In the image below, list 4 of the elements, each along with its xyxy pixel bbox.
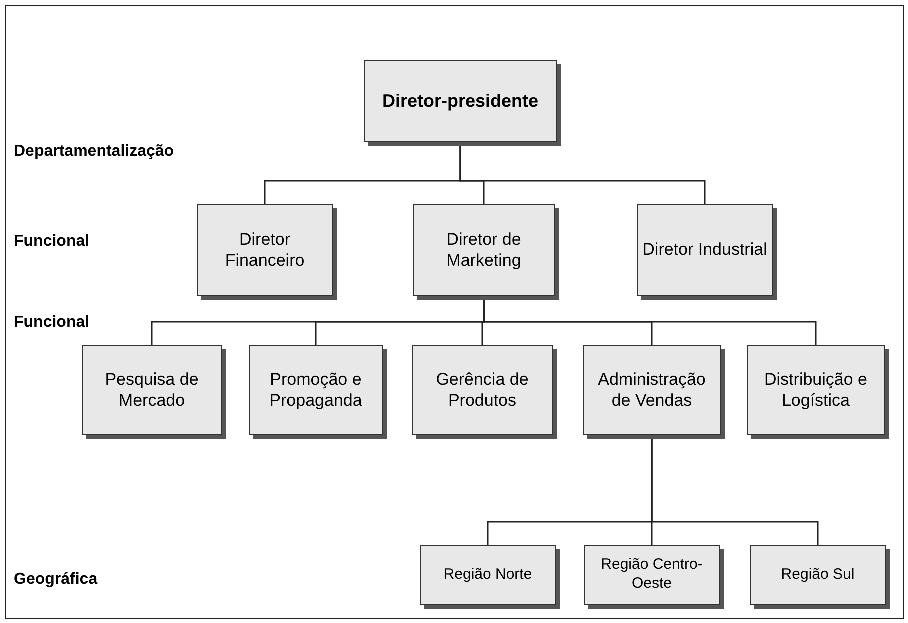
level-label: Departamentalização bbox=[14, 142, 174, 162]
level-label: Funcional bbox=[14, 232, 90, 252]
level-label: Geográfica bbox=[14, 570, 98, 590]
level-label: Funcional bbox=[14, 313, 90, 333]
